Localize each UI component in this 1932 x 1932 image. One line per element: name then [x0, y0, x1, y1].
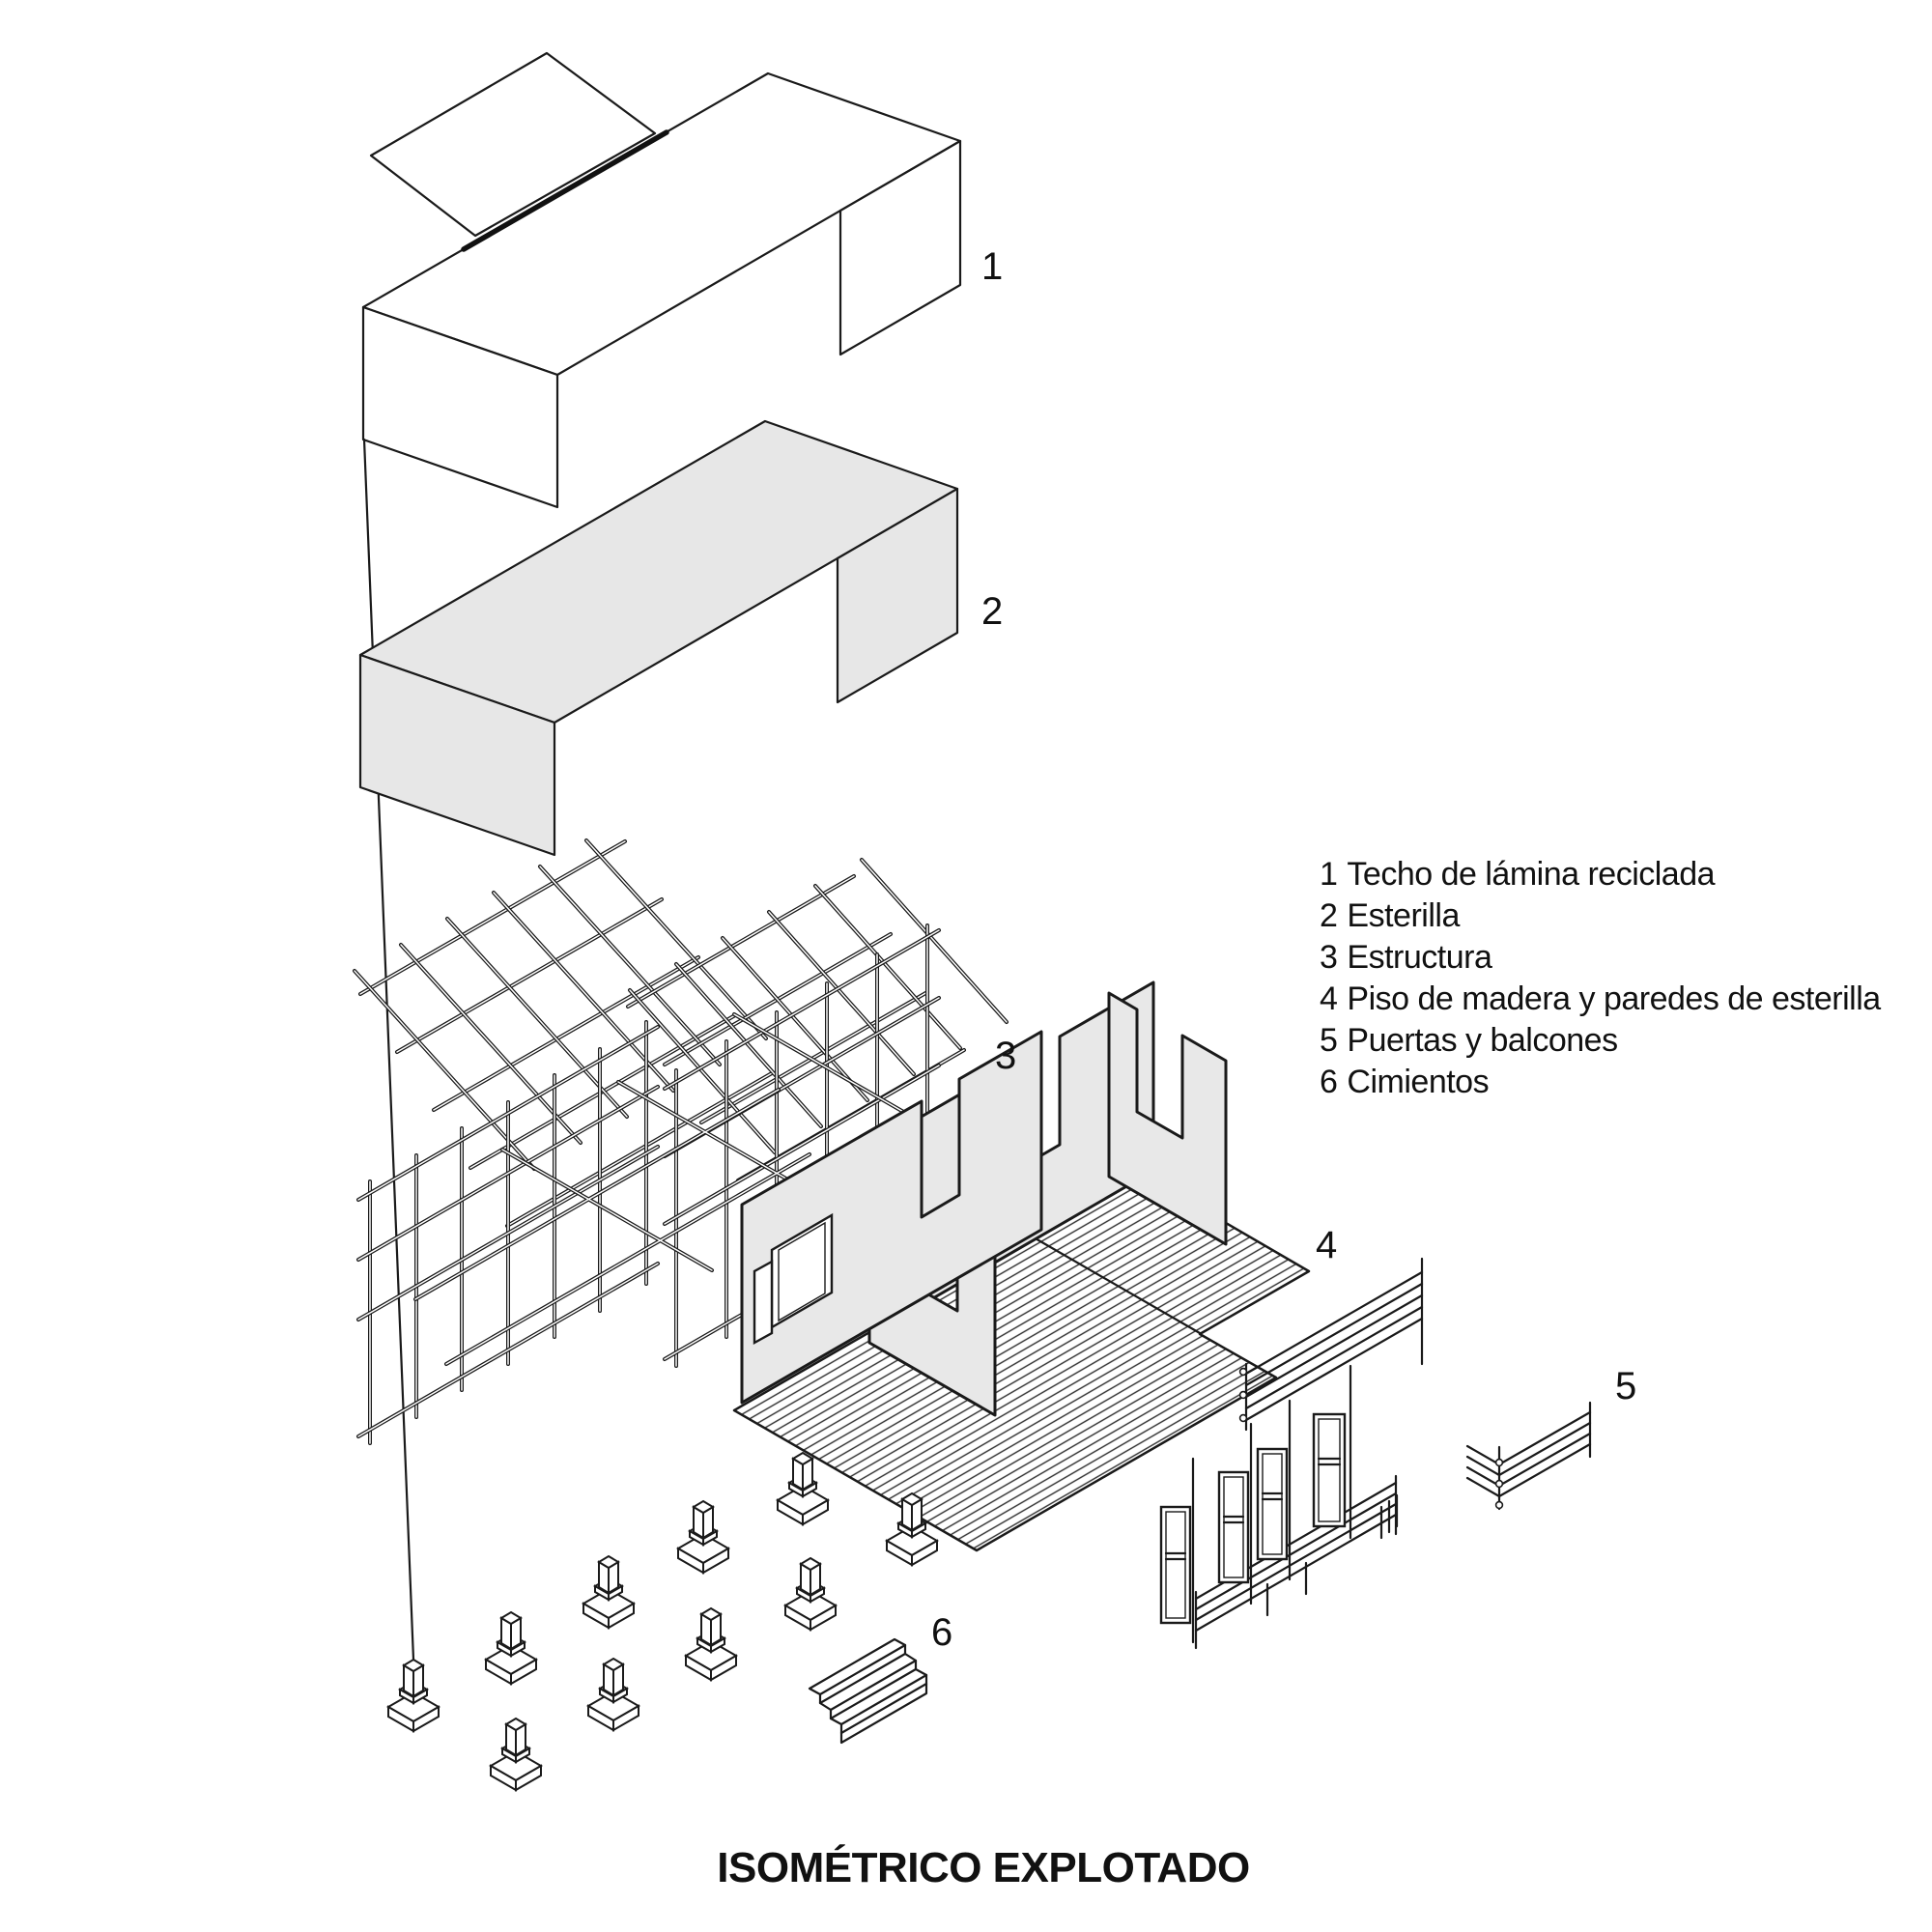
diagram-title: ISOMÉTRICO EXPLOTADO — [717, 1843, 1249, 1891]
door-row-rail — [1194, 1474, 1399, 1650]
part-6-foundations — [387, 1452, 938, 1791]
part-marker-5: 5 — [1615, 1365, 1636, 1407]
deck-seam — [1032, 1236, 1202, 1335]
wall-partition-right — [1107, 991, 1228, 1246]
part-marker-4: 4 — [1316, 1224, 1337, 1266]
part-markers: 1 2 3 4 5 6 — [931, 245, 1636, 1654]
part-5-doors-balconies — [1159, 1257, 1592, 1650]
roof-ridge-line — [461, 129, 669, 252]
esterilla-right-end-flap — [836, 487, 959, 704]
door-panel-4 — [1312, 1364, 1352, 1540]
roof-back-slope — [369, 51, 657, 238]
part-marker-6: 6 — [931, 1611, 952, 1654]
door-panel-1 — [1159, 1457, 1195, 1644]
part-1-roof — [361, 51, 962, 509]
part-marker-3: 3 — [995, 1035, 1016, 1077]
part-marker-2: 2 — [981, 590, 1003, 633]
balcony-railing-upper — [1238, 1257, 1424, 1432]
balcony-railing-corner — [1465, 1401, 1592, 1511]
stepped-foundation-block — [808, 1637, 928, 1745]
explode-guide-line — [362, 438, 415, 1662]
esterilla-left-end-flap — [358, 653, 556, 857]
part-4-floor-walls — [732, 980, 1311, 1552]
roof-left-end-flap — [361, 305, 559, 509]
door-panel-2 — [1217, 1422, 1269, 1617]
window-frame — [778, 1221, 826, 1322]
part-2-esterilla — [358, 419, 959, 857]
window-shutter — [753, 1259, 774, 1346]
part-marker-1: 1 — [981, 245, 1003, 288]
roof-right-end-flap — [838, 139, 962, 356]
wall-back-facade — [740, 1030, 1043, 1405]
door-panel-3 — [1256, 1399, 1308, 1596]
